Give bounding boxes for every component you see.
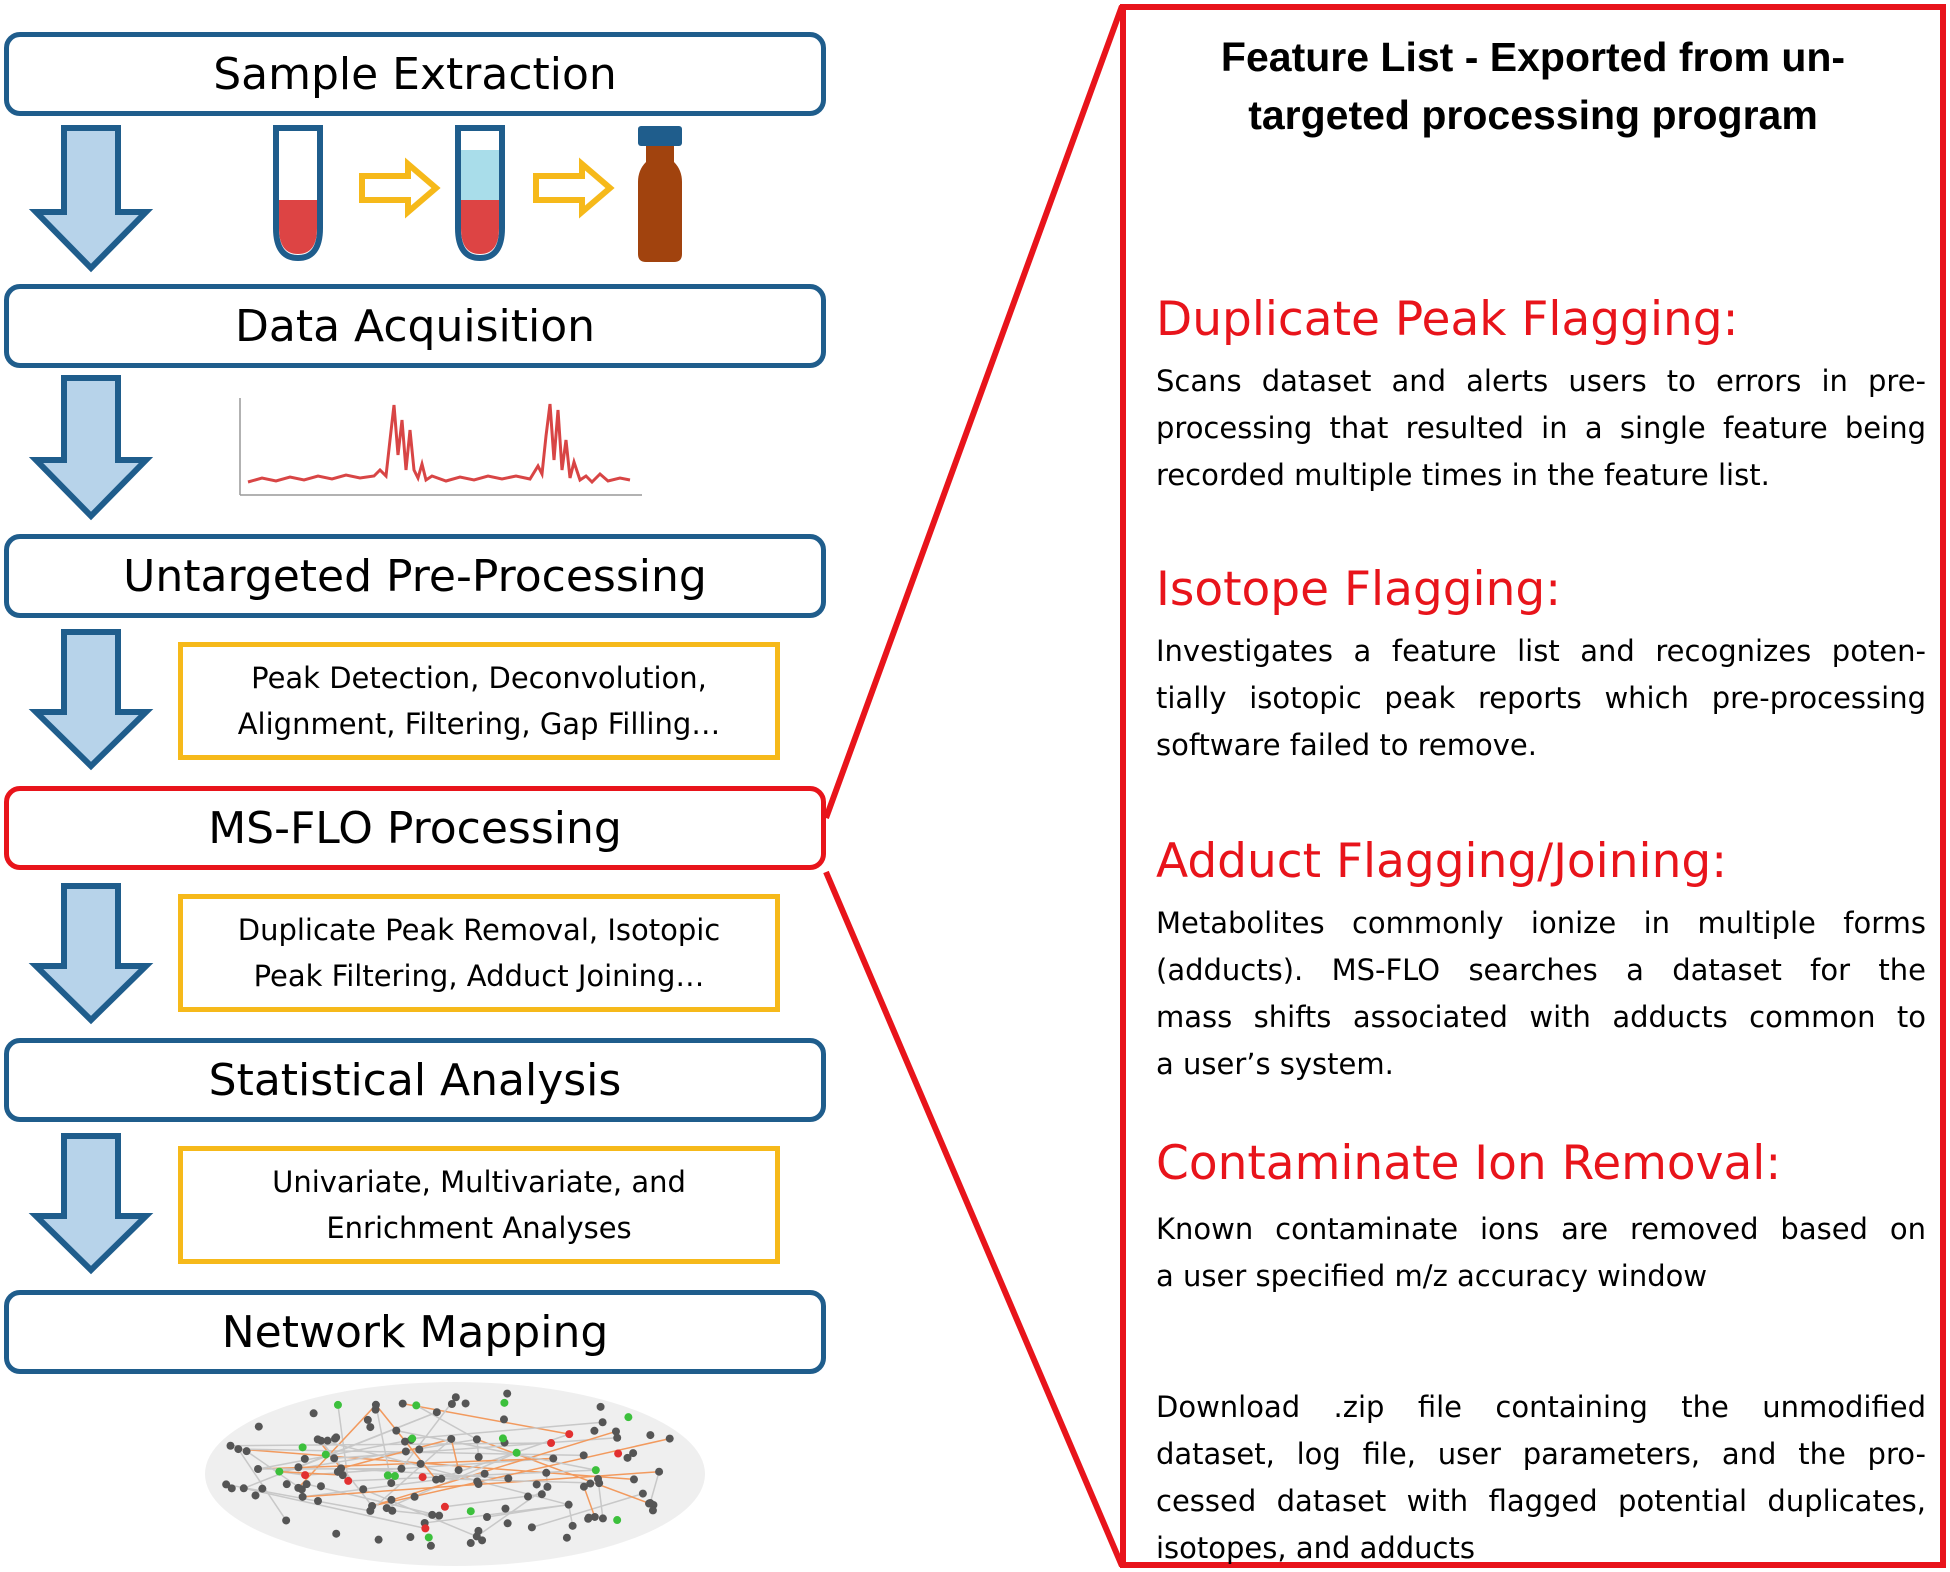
step-desc-adduct: Metabolites commonly ionize in multiple … <box>1156 900 1926 1088</box>
network-map-icon <box>205 1382 705 1566</box>
desc-line: processing that resulted in a single fea… <box>1156 411 1926 445</box>
right-arrow-icon <box>533 157 615 219</box>
desc-line: software failed to remove. <box>1156 728 1537 762</box>
substep-line: Peak Detection, Deconvolution, <box>251 661 707 695</box>
stage-label: Statistical Analysis <box>208 1054 622 1106</box>
sample-tube-icon <box>455 125 505 262</box>
step-heading-contaminate: Contaminate Ion Removal: <box>1156 1136 1782 1191</box>
desc-line: Known contaminate ions are removed based… <box>1156 1212 1926 1246</box>
desc-line: recorded multiple times in the feature l… <box>1156 458 1770 492</box>
stage-ms-flo-processing: MS-FLO Processing <box>4 786 826 870</box>
step-desc-isotope: Investigates a feature list and recogniz… <box>1156 628 1926 769</box>
right-arrow-icon <box>359 157 441 219</box>
desc-line: tially isotopic peak reports which pre-p… <box>1156 681 1926 715</box>
step-desc-duplicate: Scans dataset and alerts users to errors… <box>1156 358 1926 499</box>
panel-title-line: targeted processing program <box>1248 92 1818 138</box>
stage-untargeted-preprocessing: Untargeted Pre-Processing <box>4 534 826 618</box>
desc-line: Scans dataset and alerts users to errors… <box>1156 364 1926 398</box>
substep-preprocessing: Peak Detection, Deconvolution, Alignment,… <box>178 642 780 760</box>
substep-line: Alignment, Filtering, Gap Filling… <box>237 707 721 741</box>
step-heading-duplicate: Duplicate Peak Flagging: <box>1156 292 1739 347</box>
desc-line: a user’s system. <box>1156 1047 1394 1081</box>
down-arrow <box>28 883 154 1025</box>
vial-icon <box>638 126 682 262</box>
zoom-connector-bottom <box>823 870 1125 1568</box>
stage-label: Untargeted Pre-Processing <box>123 550 707 602</box>
stage-label: MS-FLO Processing <box>208 802 622 854</box>
step-heading-isotope: Isotope Flagging: <box>1156 562 1562 617</box>
desc-line: Metabolites commonly ionize in multiple … <box>1156 906 1926 940</box>
desc-line: cessed dataset with flagged potential du… <box>1156 1484 1926 1518</box>
desc-line: a user specified m/z accuracy window <box>1156 1259 1708 1293</box>
zoom-connector-top <box>823 4 1125 820</box>
down-arrow <box>28 125 154 273</box>
stage-label: Network Mapping <box>221 1306 609 1358</box>
desc-line: mass shifts associated with adducts comm… <box>1156 1000 1926 1034</box>
panel-title: Feature List - Exported from un- targete… <box>1126 28 1940 144</box>
substep-line: Univariate, Multivariate, and <box>272 1165 686 1199</box>
step-heading-adduct: Adduct Flagging/Joining: <box>1156 834 1728 889</box>
down-arrow <box>28 375 154 521</box>
desc-line: Investigates a feature list and recogniz… <box>1156 634 1926 668</box>
stage-statistical-analysis: Statistical Analysis <box>4 1038 826 1122</box>
ms-flo-detail-panel: Feature List - Exported from un- targete… <box>1120 4 1946 1568</box>
down-arrow <box>28 1133 154 1275</box>
stage-network-mapping: Network Mapping <box>4 1290 826 1374</box>
final-output-desc: Download .zip file containing the unmodi… <box>1156 1384 1926 1572</box>
desc-line: (adducts). MS-FLO searches a dataset for… <box>1156 953 1926 987</box>
panel-title-line: Feature List - Exported from un- <box>1220 34 1846 80</box>
stage-sample-extraction: Sample Extraction <box>4 32 826 116</box>
desc-line: dataset, log file, user parameters, and … <box>1156 1437 1926 1471</box>
desc-line: isotopes, and adducts <box>1156 1531 1475 1565</box>
stage-label: Data Acquisition <box>234 300 596 352</box>
down-arrow <box>28 629 154 771</box>
desc-line: Download .zip file containing the unmodi… <box>1156 1390 1926 1424</box>
substep-line: Peak Filtering, Adduct Joining… <box>253 959 705 993</box>
sample-tube-icon <box>273 125 323 262</box>
substep-line: Duplicate Peak Removal, Isotopic <box>237 913 721 947</box>
stage-label: Sample Extraction <box>213 48 617 100</box>
stage-data-acquisition: Data Acquisition <box>4 284 826 368</box>
step-desc-contaminate: Known contaminate ions are removed based… <box>1156 1206 1926 1300</box>
substep-line: Enrichment Analyses <box>326 1211 632 1245</box>
chromatogram-icon <box>239 398 642 496</box>
